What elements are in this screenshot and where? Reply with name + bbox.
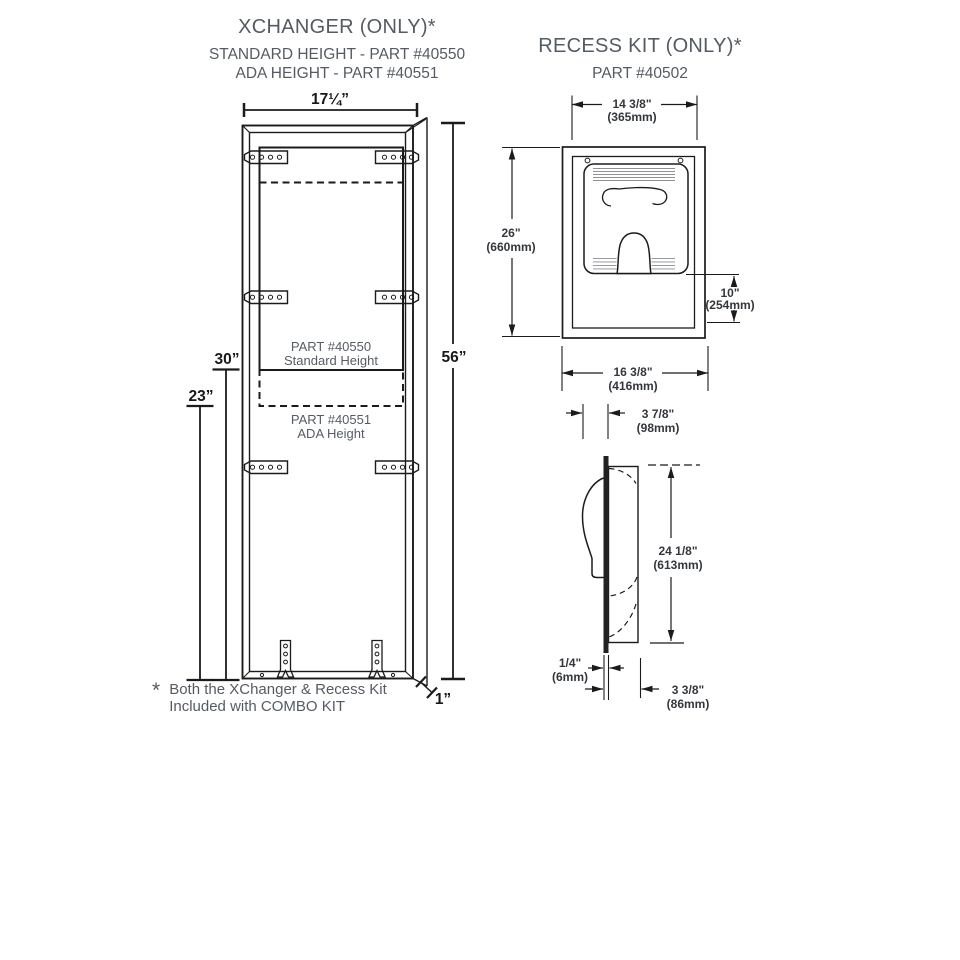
dim-side-depth-in: 3 3/8" <box>672 683 704 697</box>
dim-side-depth: 3 3/8" (86mm) <box>585 658 709 711</box>
mounting-bracket-row-top <box>243 150 420 165</box>
dim-height-label: 56” <box>442 349 467 366</box>
dim-width: 17¼” <box>242 91 419 117</box>
dim-front-top-width: 14 3/8" (365mm) <box>571 95 698 140</box>
asterisk-icon: * <box>152 679 161 702</box>
footnote-line2: Included with COMBO KIT <box>169 697 346 715</box>
dryer-top-vents <box>593 167 675 181</box>
dim-side-protrusion-mm: (98mm) <box>637 421 680 435</box>
dryer-bottom-vents <box>593 257 675 270</box>
dim-front-height: 26" (660mm) <box>486 146 560 338</box>
recess-title-block: RECESS KIT (ONLY)* PART #40502 <box>490 35 790 83</box>
xchanger-title: XCHANGER (ONLY)* <box>238 16 436 38</box>
standard-name-label: Standard Height <box>284 353 378 368</box>
xchanger-title-block: XCHANGER (ONLY)* STANDARD HEIGHT - PART … <box>157 16 517 83</box>
dim-front-opening-in: 10" <box>720 286 739 300</box>
recess-inner-box <box>571 155 696 329</box>
dim-standard-mount: 30” <box>212 351 240 682</box>
mounting-bracket-row-middle <box>243 290 420 305</box>
panel-outer-frame <box>241 124 414 680</box>
dryer-cover-seam <box>601 186 668 207</box>
xchanger-subtitle-standard: STANDARD HEIGHT - PART #40550 <box>208 46 466 63</box>
dim-side-protrusion-in: 3 7/8" <box>642 407 674 421</box>
dim-width-label: 17¼” <box>311 91 349 108</box>
standard-part-label: PART #40550 <box>291 339 371 354</box>
cover-bump-profile <box>581 477 604 579</box>
dim-depth: 1” <box>415 675 451 708</box>
dim-side-height: 24 1/8" (613mm) <box>648 464 703 644</box>
dim-side-protrusion: 3 7/8" (98mm) <box>566 404 679 439</box>
dim-front-opening: 10" (254mm) <box>686 273 755 324</box>
dim-ada-mount: 23” <box>186 388 214 682</box>
dim-front-bottom-width-mm: (416mm) <box>608 379 657 393</box>
recess-side-drawing: 3 7/8" (98mm) 24 1/8" (613mm) <box>552 404 709 711</box>
flange-plate <box>603 456 609 653</box>
ada-part-label: PART #40551 <box>291 412 371 427</box>
rail-hole-left <box>259 672 265 678</box>
dim-side-height-mm: (613mm) <box>653 558 702 572</box>
dim-front-top-width-mm: (365mm) <box>607 110 656 124</box>
recess-box-side <box>607 465 639 644</box>
standard-height-outline <box>258 146 404 371</box>
mounting-bracket-row-lower <box>243 460 420 475</box>
xchanger-panel-drawing: 17¼” 56” 30” 23” <box>186 91 467 708</box>
dryer-nozzle-dome <box>616 232 652 275</box>
hidden-dome-outline <box>608 467 638 638</box>
dim-ada-mount-label: 23” <box>189 388 214 405</box>
xchanger-subtitles: STANDARD HEIGHT - PART #40550 ADA HEIGHT… <box>157 45 517 83</box>
ada-name-label: ADA Height <box>297 426 365 441</box>
dim-front-top-width-in: 14 3/8" <box>612 97 651 111</box>
dim-side-flange: 1/4" (6mm) <box>552 655 624 700</box>
dim-front-opening-mm: (254mm) <box>705 298 754 312</box>
footnote-line1: Both the XChanger & Recess Kit <box>169 681 387 698</box>
xchanger-subtitle-ada: ADA HEIGHT - PART #40551 <box>235 65 439 82</box>
dim-front-height-mm: (660mm) <box>486 240 535 254</box>
dim-standard-mount-label: 30” <box>215 351 240 368</box>
screw-left-icon <box>584 157 591 164</box>
dim-side-depth-mm: (86mm) <box>667 697 710 711</box>
ada-height-dashed-outline <box>258 181 404 407</box>
dim-front-height-in: 26" <box>501 226 520 240</box>
panel-depth-top-miter2 <box>405 118 427 133</box>
dim-depth-label: 1” <box>435 691 451 708</box>
recess-front-drawing: 14 3/8" (365mm) 26" (660mm) 10" (254mm) <box>486 95 755 393</box>
panel-depth-top-miter <box>412 116 428 127</box>
rail-hole-right <box>390 672 396 678</box>
footnote: * Both the XChanger & Recess Kit Include… <box>152 679 387 715</box>
screw-right-icon <box>677 157 684 164</box>
dim-side-flange-in: 1/4" <box>559 656 581 670</box>
dim-height: 56” <box>441 121 467 681</box>
recess-title: RECESS KIT (ONLY)* <box>538 35 742 57</box>
panel-inner-frame <box>248 131 407 673</box>
dim-side-flange-mm: (6mm) <box>552 670 588 684</box>
dim-front-bottom-width: 16 3/8" (416mm) <box>561 346 709 393</box>
recess-part-number: PART #40502 <box>592 65 688 82</box>
floor-bracket-left <box>276 639 295 678</box>
dim-side-height-in: 24 1/8" <box>658 544 697 558</box>
recess-outer-box <box>561 146 706 339</box>
dim-front-bottom-width-in: 16 3/8" <box>613 365 652 379</box>
floor-bracket-right <box>368 639 386 678</box>
